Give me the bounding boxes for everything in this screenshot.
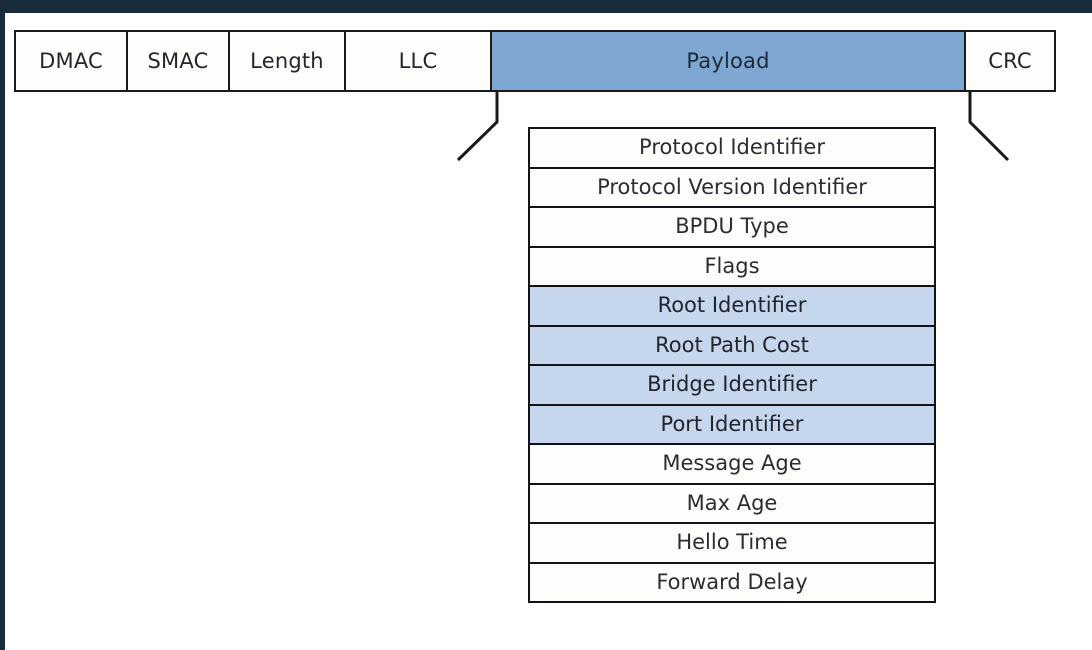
bpdu-row-label: Forward Delay [656,569,808,594]
bpdu-row-bridge-identifier: Bridge Identifier [528,364,936,406]
frame-field-llc-label: LLC [398,48,438,73]
frame-field-length: Length [228,30,346,92]
frame-field-smac-label: SMAC [147,48,209,73]
bpdu-row-label: Root Identifier [657,293,807,318]
bpdu-row-bpdu-type: BPDU Type [528,206,936,248]
bpdu-row-flags: Flags [528,245,936,287]
frame-field-dmac: DMAC [14,30,128,92]
bpdu-row-protocol-version-identifier: Protocol Version Identifier [528,166,936,208]
bpdu-row-root-path-cost: Root Path Cost [528,324,936,366]
bpdu-row-label: Bridge Identifier [647,372,817,397]
frame-field-crc-label: CRC [988,48,1032,73]
bpdu-row-max-age: Max Age [528,482,936,524]
bpdu-row-message-age: Message Age [528,443,936,485]
connector-line-left [456,92,499,162]
bpdu-row-protocol-identifier: Protocol Identifier [528,127,936,169]
bpdu-row-hello-time: Hello Time [528,522,936,564]
connector-line-right [968,92,1010,162]
frame-field-dmac-label: DMAC [39,48,103,73]
bpdu-row-label: Root Path Cost [655,332,809,357]
ethernet-frame-strip: DMAC SMAC Length LLC Payload CRC [14,30,1056,92]
frame-field-llc: LLC [344,30,492,92]
frame-field-crc: CRC [964,30,1056,92]
left-decoration-rail [0,13,5,650]
bpdu-row-label: Message Age [662,451,802,476]
bpdu-row-label: Protocol Identifier [639,135,825,160]
bpdu-row-label: Protocol Version Identifier [597,174,867,199]
frame-field-payload: Payload [490,30,966,92]
bpdu-row-label: BPDU Type [675,214,789,239]
frame-field-payload-label: Payload [686,48,770,73]
top-decoration-bar [0,0,1092,13]
bpdu-row-label: Hello Time [676,530,788,555]
frame-field-length-label: Length [250,48,324,73]
bpdu-row-label: Max Age [686,490,778,515]
frame-field-smac: SMAC [126,30,230,92]
bpdu-detail-table: Protocol Identifier Protocol Version Ide… [528,127,936,603]
bpdu-row-label: Flags [704,253,760,278]
bpdu-row-forward-delay: Forward Delay [528,561,936,603]
bpdu-row-root-identifier: Root Identifier [528,285,936,327]
bpdu-row-label: Port Identifier [660,411,804,436]
bpdu-row-port-identifier: Port Identifier [528,403,936,445]
